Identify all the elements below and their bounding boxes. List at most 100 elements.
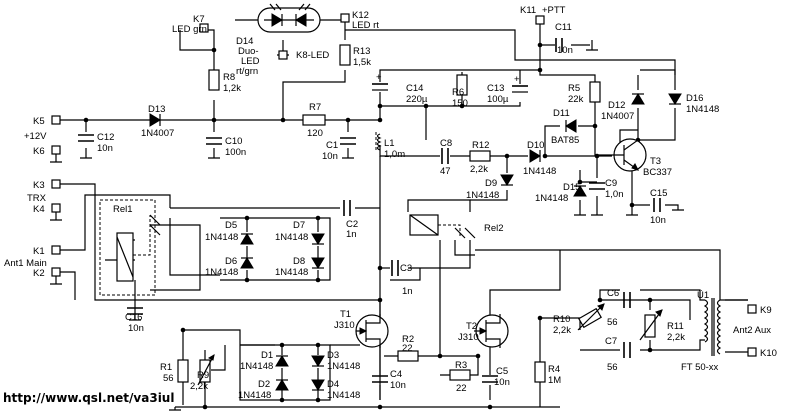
t2-ref: T2 [466, 321, 477, 332]
r12-ref: R12 [472, 140, 489, 151]
diode-d15: D15 1N4148 [535, 182, 587, 204]
potentiometer-r10: R10 2,2k [553, 303, 605, 336]
c4-val: 10n [390, 380, 406, 391]
terminal-k2: K2 [33, 267, 62, 285]
c2-ref: C2 [346, 219, 358, 230]
c10-val: 100n [225, 147, 246, 158]
d11-val: BAT85 [551, 135, 579, 146]
c14-ref: C14 [406, 83, 423, 94]
d1-val: 1N4148 [240, 361, 273, 372]
terminal-k1: K1 Ant1 Main [4, 245, 61, 269]
terminal-k6: K6 [33, 145, 62, 163]
capacitor-c11: C11 10n [555, 22, 573, 56]
d2-val: 1N4148 [238, 390, 271, 401]
svg-text:+: + [376, 72, 382, 83]
r7-val: 120 [307, 128, 323, 139]
c1-val: 10n [322, 151, 338, 162]
resistor-r4: R4 1M [534, 361, 561, 386]
c1-ref: C1 [326, 140, 338, 151]
terminal-k9-ref: K9 [760, 305, 772, 316]
resistor-r3: R3 22 [449, 360, 471, 394]
t2-val: J310 [458, 332, 479, 343]
d15-val: 1N4148 [535, 193, 568, 204]
rel1-ref: Rel1 [113, 204, 133, 215]
resistor-r6: R6 150 [452, 74, 468, 109]
d14-val1: Duo- [238, 46, 259, 57]
capacitor-c13: + C13 100µ [487, 74, 528, 105]
c7-ref: C7 [605, 336, 617, 347]
diode-d5: D5 1N4148 [205, 220, 254, 245]
d5-val: 1N4148 [205, 232, 238, 243]
r5-val: 22k [568, 94, 584, 105]
terminal-k9: K9 [747, 304, 772, 316]
diode-d4: D4 1N4148 [311, 379, 360, 401]
terminal-k3-name: TRX [27, 193, 47, 204]
d7-val: 1N4148 [275, 232, 308, 243]
capacitor-c14: + C14 220µ [372, 72, 428, 105]
diode-d3: D3 1N4148 [311, 350, 360, 372]
c15-ref: C15 [650, 188, 667, 199]
terminal-k3-ref: K3 [33, 180, 45, 191]
diode-d7: D7 1N4148 [275, 220, 325, 245]
capacitor-c8: C8 47 [440, 138, 452, 177]
resistor-r1: R1 56 [160, 359, 189, 384]
r4-ref: R4 [548, 364, 560, 375]
transistor-t1: T1 J310 [334, 309, 389, 348]
diode-d10: D10 1N4148 [523, 140, 556, 177]
r13-ref: R13 [353, 46, 370, 57]
terminal-k5-ref: K5 [33, 116, 45, 127]
d3-val: 1N4148 [327, 361, 360, 372]
c2-val: 1n [346, 229, 357, 240]
diode-d16: D16 1N4148 [668, 93, 719, 115]
c9-val: 1,0n [605, 189, 624, 200]
capacitor-c5: C5 10n [482, 366, 510, 388]
c8-val: 47 [440, 166, 451, 177]
source-url: http://www.qsl.net/va3iul [3, 391, 174, 405]
r13-val: 1,5k [353, 57, 371, 68]
capacitor-c2: C2 1n [343, 200, 358, 240]
r5-ref: R5 [568, 83, 580, 94]
d14-duo-led: D14 Duo- LED rt/grn [236, 3, 321, 77]
transistor-t2: T2 J310 [458, 314, 509, 348]
t3-val: BC337 [643, 167, 672, 178]
terminal-k10-ref: K10 [760, 348, 777, 359]
capacitor-c12: C12 10n [78, 132, 114, 154]
c11-val: 10n [557, 45, 573, 56]
potentiometer-r9: R9 2,2k [190, 353, 215, 392]
c9-ref: C9 [605, 178, 617, 189]
diode-d13: D13 1N4007 [141, 104, 174, 139]
r8-ref: R8 [223, 72, 235, 83]
u1-val: FT 50-xx [681, 362, 719, 373]
d4-ref: D4 [327, 379, 339, 390]
terminal-k11-name: +PTT [542, 5, 566, 16]
d8-ref: D8 [293, 256, 305, 267]
capacitor-c10: C10 100n [206, 136, 246, 158]
c5-val: 10n [494, 377, 510, 388]
d4-val: 1N4148 [327, 390, 360, 401]
d16-ref: D16 [686, 93, 703, 104]
r1-val: 56 [163, 373, 174, 384]
r6-val: 150 [452, 98, 468, 109]
capacitor-c15: C15 10n [650, 188, 667, 226]
inductor-l1: L1 1,0m [375, 132, 405, 160]
resistor-r12: R12 2,2k [469, 140, 491, 175]
c6-val: 56 [607, 317, 618, 328]
c3-val: 1n [402, 286, 413, 297]
d6-ref: D6 [225, 256, 237, 267]
c16-ref: C16 [125, 312, 142, 323]
resistor-r2: R2 22 [397, 334, 419, 362]
d13-ref: D13 [148, 104, 165, 115]
r3-ref: R3 [455, 360, 467, 371]
terminal-k8-ref: K8-LED [296, 50, 329, 61]
c3-ref: C3 [400, 263, 412, 274]
r3-val: 22 [456, 383, 467, 394]
l1-val: 1,0m [384, 149, 405, 160]
d11-ref: D11 [553, 108, 570, 119]
junctions [83, 42, 653, 410]
c5-ref: C5 [496, 366, 508, 377]
c10-ref: C10 [225, 136, 242, 147]
terminal-k7-ref: K7 [193, 14, 205, 25]
d1-ref: D1 [261, 350, 273, 361]
terminal-k2-ref: K2 [33, 268, 45, 279]
